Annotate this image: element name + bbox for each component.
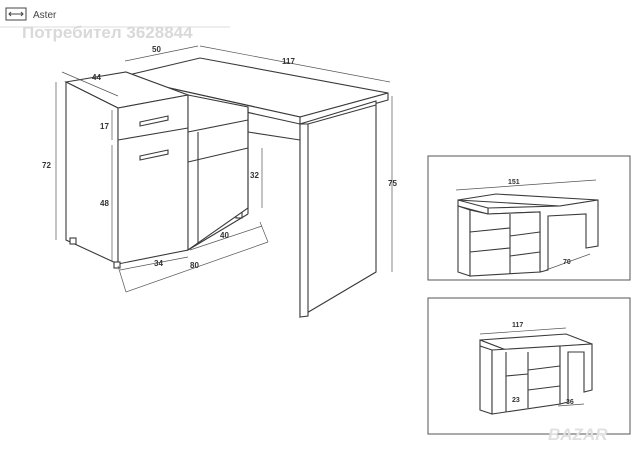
- dim-cabinet-width: 34: [154, 259, 163, 268]
- product-title: Aster: [33, 10, 57, 21]
- dim-top-depth: 50: [152, 45, 161, 54]
- right-leg-panel: [299, 100, 377, 318]
- dim-height-left: 72: [42, 161, 51, 170]
- dim-door-height: 48: [100, 199, 109, 208]
- inset-top: 151 70: [427, 155, 631, 281]
- inset-bottom: 117 23 36: [427, 297, 631, 435]
- dim-drawer-height: 17: [100, 122, 109, 131]
- dim-side-depth: 44: [92, 73, 101, 82]
- dim-base-width: 80: [190, 261, 199, 270]
- main-desk-drawing: [64, 57, 389, 318]
- main-dimensions: 50 117 44 72 17 48 32 75 40 34 80: [42, 45, 397, 293]
- dim-shelf-depth: 40: [220, 231, 229, 240]
- dim-top-width: 117: [282, 57, 295, 66]
- brand-logo: BAZAR: [548, 425, 608, 444]
- inset-top-dim-depth: 70: [563, 259, 571, 266]
- watermark-text: Потребител 3628844: [22, 23, 193, 42]
- drawer-handle: [139, 115, 169, 127]
- inset-top-dim-width: 151: [508, 179, 520, 186]
- cabinet-side: [65, 81, 119, 265]
- inset-bottom-dim-shelf: 23: [512, 397, 520, 404]
- inset-bottom-dim-leg: 36: [566, 399, 574, 406]
- inset-bottom-dim-width: 117: [512, 322, 523, 329]
- door-handle: [139, 149, 169, 161]
- dim-height-right: 75: [388, 179, 397, 188]
- dim-shelf-height: 32: [250, 171, 259, 180]
- header: Aster: [0, 7, 230, 28]
- open-shelf-unit: [187, 94, 249, 252]
